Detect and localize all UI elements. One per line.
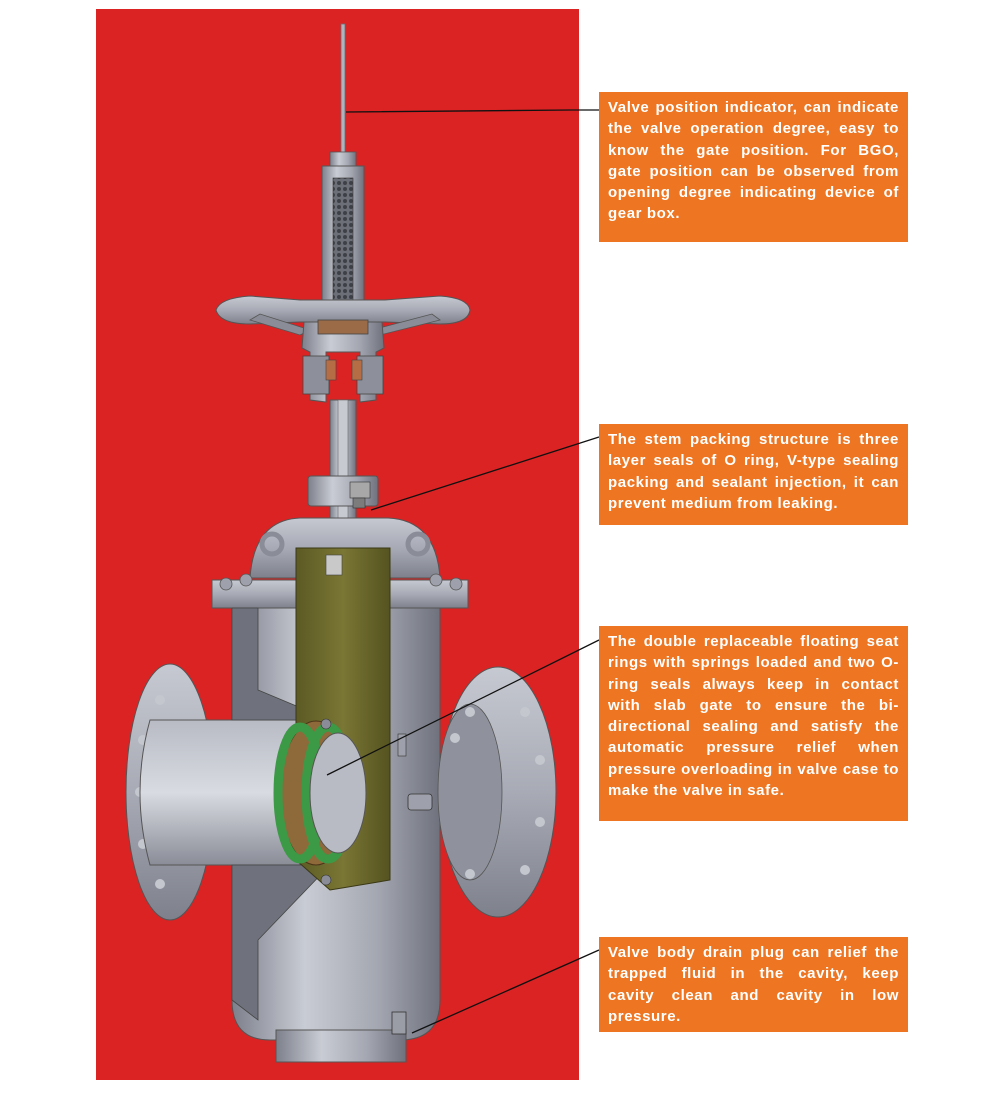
bore-pipe (139, 719, 301, 866)
callout-position-indicator: Valve position indicator, can indicate t… (599, 92, 908, 242)
gate-valve-cutaway (125, 23, 557, 1063)
leader-line-packing (370, 436, 600, 511)
callout-drain-plug: Valve body drain plug can relief the tra… (599, 937, 908, 1032)
leader-lines (326, 109, 600, 1034)
drain-plug (391, 1011, 407, 1035)
leader-line-drain (411, 949, 600, 1034)
callout-seat-rings: The double replaceable floating seat rin… (599, 626, 908, 821)
callout-stem-packing: The stem packing structure is three laye… (599, 424, 908, 525)
indicator-rod (340, 23, 346, 155)
leader-line-indicator (345, 109, 599, 113)
handwheel (215, 295, 471, 336)
leader-line-seat (326, 639, 600, 776)
indicator-stem-knurl (332, 177, 354, 315)
